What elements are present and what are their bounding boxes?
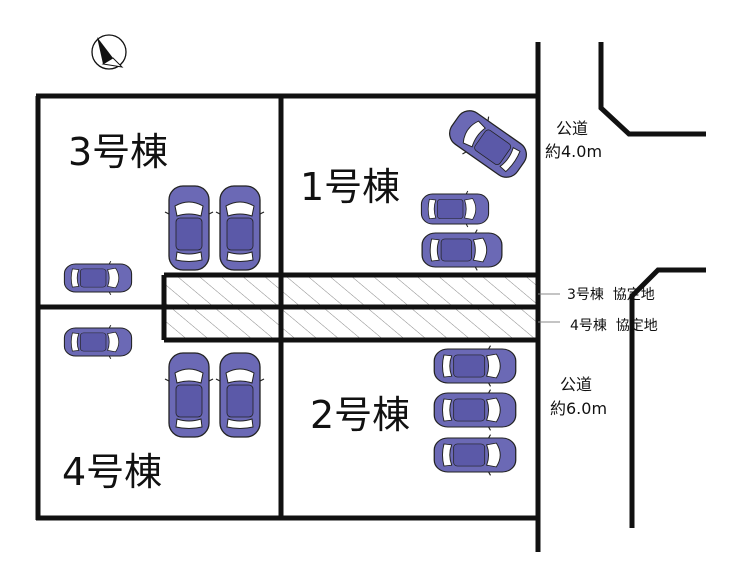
south-road-width: 約6.0m <box>550 399 607 418</box>
car-icon <box>63 324 133 360</box>
easement-strip-lot4 <box>164 307 538 340</box>
car-icon <box>441 101 535 187</box>
lot-label-2: 2号棟 <box>310 393 410 437</box>
north-road-name: 公道 <box>556 119 588 138</box>
lot-label-4: 4号棟 <box>62 450 162 494</box>
car-icon <box>164 352 214 438</box>
north-road-width: 約4.0m <box>545 142 602 161</box>
car-icon <box>433 344 517 388</box>
car-icon <box>164 185 214 271</box>
car-icon <box>63 260 133 296</box>
car-icon <box>433 433 517 477</box>
easement-label-lot4: 4号棟 協定地 <box>570 318 658 334</box>
lot-boundaries <box>35 93 540 521</box>
car-icon <box>215 352 265 438</box>
lot-label-3: 3号棟 <box>68 130 168 174</box>
car-icon <box>215 185 265 271</box>
easement-strip-lot3 <box>164 275 538 307</box>
car-icon <box>420 190 490 228</box>
easement-label-lot3: 3号棟 協定地 <box>567 287 655 303</box>
road-edges <box>535 42 706 552</box>
south-road-name: 公道 <box>560 375 592 394</box>
car-icon <box>433 388 517 432</box>
lot-label-1: 1号棟 <box>300 165 400 209</box>
car-icon <box>421 228 503 272</box>
north-arrow-icon <box>91 34 127 70</box>
